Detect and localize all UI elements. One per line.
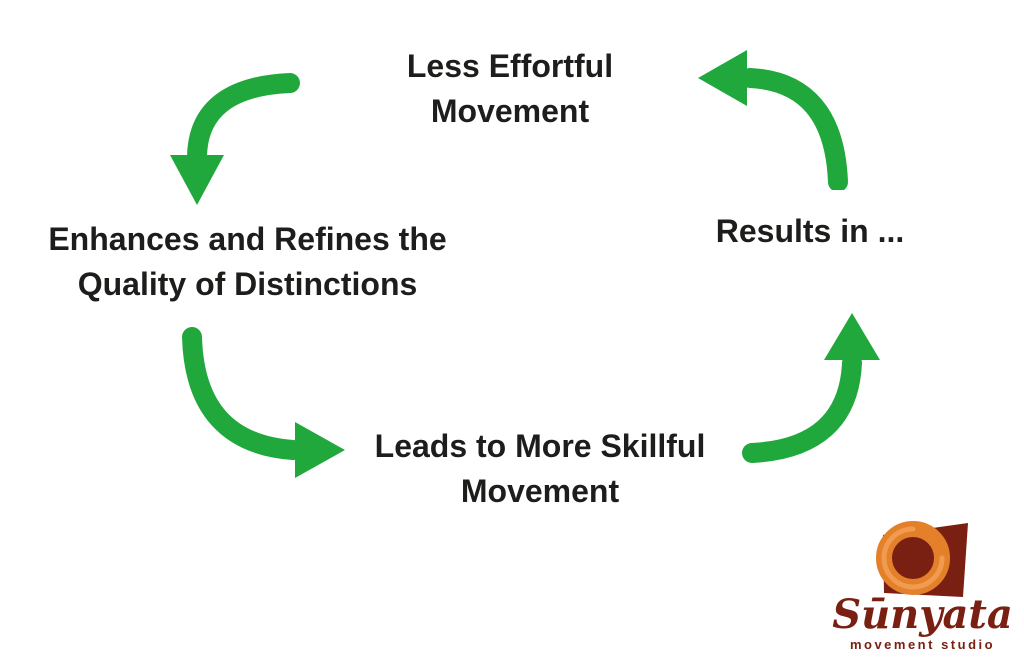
logo-brand-text: Sūnyata [832, 591, 1013, 638]
node-less-effortful-movement: Less Effortful Movement [330, 44, 690, 134]
node-results-in: Results in ... [690, 209, 930, 254]
curved-arrow-up-icon [742, 313, 880, 463]
curved-arrow-down-icon [170, 73, 300, 205]
node-text-line: Quality of Distinctions [77, 266, 418, 302]
node-text-line: Movement [460, 473, 620, 509]
node-leads-to-skillful-movement: Leads to More Skillful Movement [360, 424, 720, 514]
node-enhances-refines-distinctions: Enhances and Refines the Quality of Dist… [25, 217, 470, 307]
sunyata-logo-mark-icon [876, 521, 968, 597]
node-text-line: Less Effortful [406, 48, 614, 84]
curved-arrow-right-icon [182, 327, 345, 478]
logo-tagline-text: movement studio [849, 637, 996, 652]
curved-arrow-left-icon [698, 50, 848, 190]
node-text-line: Movement [430, 93, 590, 129]
node-text-line: Enhances and Refines the [48, 221, 447, 257]
node-text-line: Results in ... [715, 213, 905, 249]
node-text-line: Leads to More Skillful [374, 428, 706, 464]
